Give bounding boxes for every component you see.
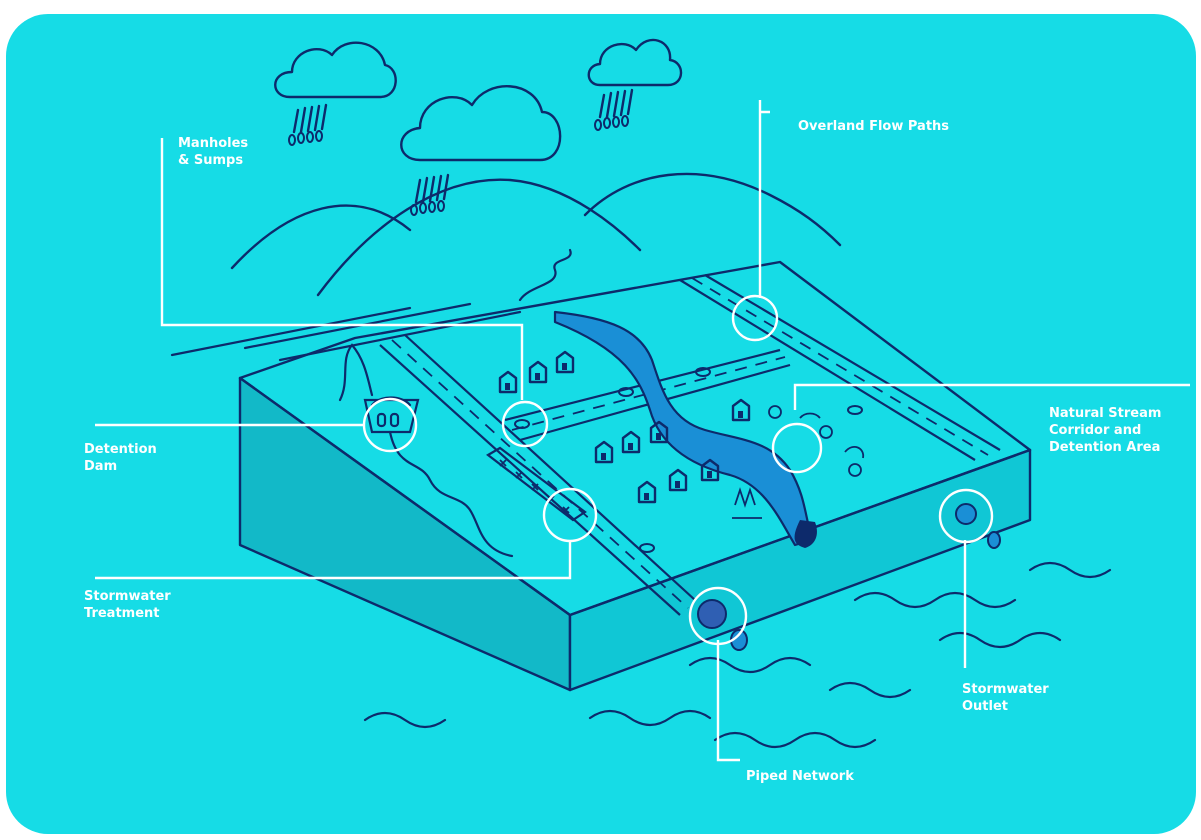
manholes-label: Manholes & Sumps <box>178 136 249 168</box>
detention-dam-label: Detention Dam <box>84 442 157 474</box>
stormwater-treatment-label: Stormwater Treatment <box>84 589 171 621</box>
outlet-pipes <box>697 503 1001 651</box>
water-waves <box>363 561 1112 749</box>
callouts <box>95 100 1190 762</box>
hills <box>230 172 842 297</box>
rain-left-icon <box>287 103 328 147</box>
natural-stream-label: Natural Stream Corridor and Detention Ar… <box>1049 406 1162 455</box>
rain-right-icon <box>593 88 634 132</box>
stormwater-outlet-label: Stormwater Outlet <box>962 682 1049 714</box>
treatment-strip <box>486 446 587 522</box>
stream <box>553 310 817 548</box>
piped-network-label: Piped Network <box>746 769 854 784</box>
rain-center-icon <box>409 173 450 217</box>
houses <box>498 350 751 504</box>
landscape-block <box>238 260 1032 692</box>
clouds <box>274 38 683 162</box>
overland-flow-label: Overland Flow Paths <box>798 119 950 134</box>
